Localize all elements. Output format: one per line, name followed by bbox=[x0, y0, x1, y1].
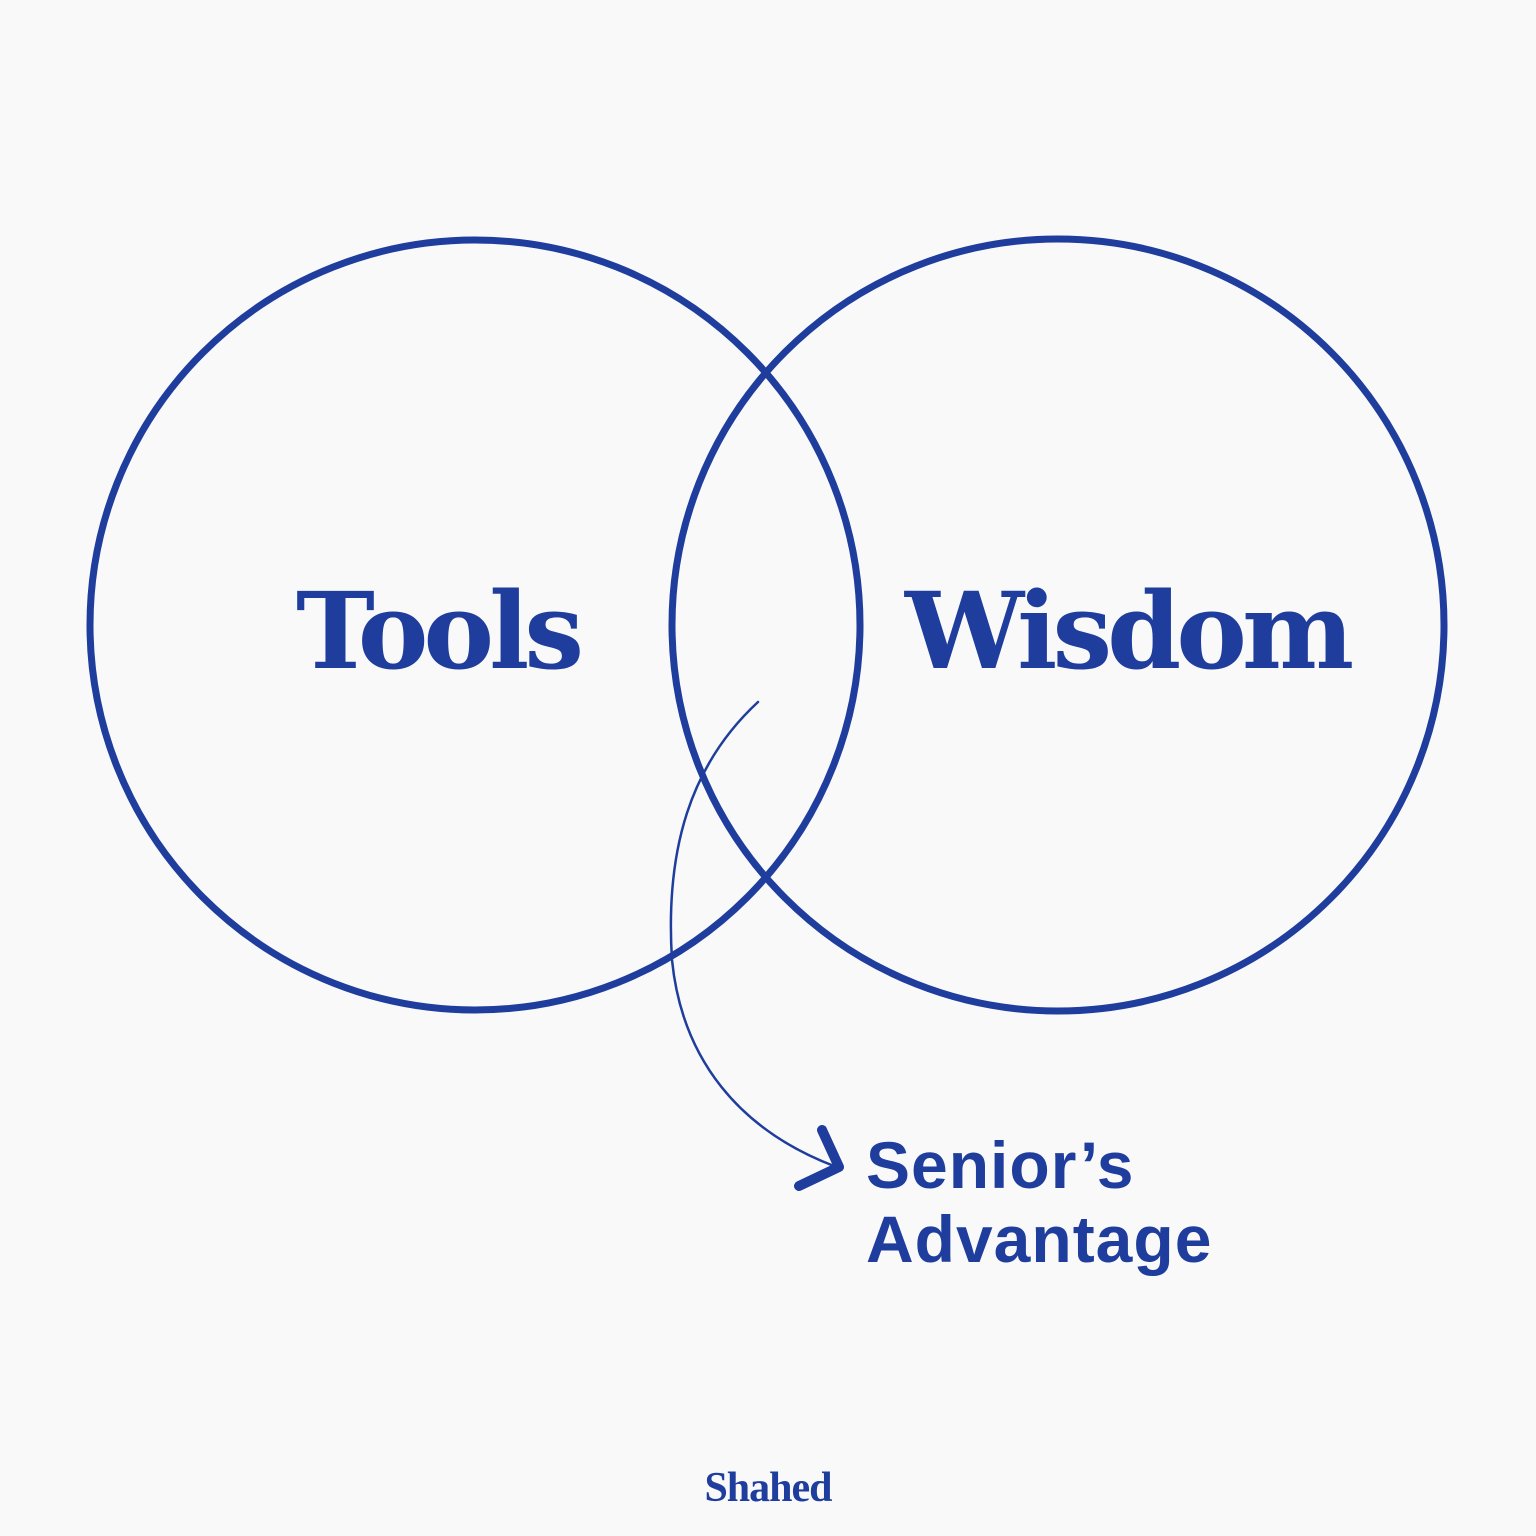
set-label-wisdom: Wisdom bbox=[905, 568, 1354, 693]
intersection-label-line-1: Senior’s bbox=[866, 1128, 1135, 1202]
circle-wisdom bbox=[668, 235, 1448, 1015]
curved-arrow-line bbox=[669, 700, 836, 1168]
set-label-tools: Tools bbox=[296, 568, 584, 693]
circle-tools bbox=[86, 236, 864, 1014]
intersection-label: Senior’s Advantage bbox=[866, 1128, 1212, 1276]
arrowhead-icon bbox=[794, 1125, 844, 1191]
author-signature: Shahed bbox=[704, 1465, 832, 1511]
intersection-label-line-2: Advantage bbox=[866, 1202, 1213, 1276]
